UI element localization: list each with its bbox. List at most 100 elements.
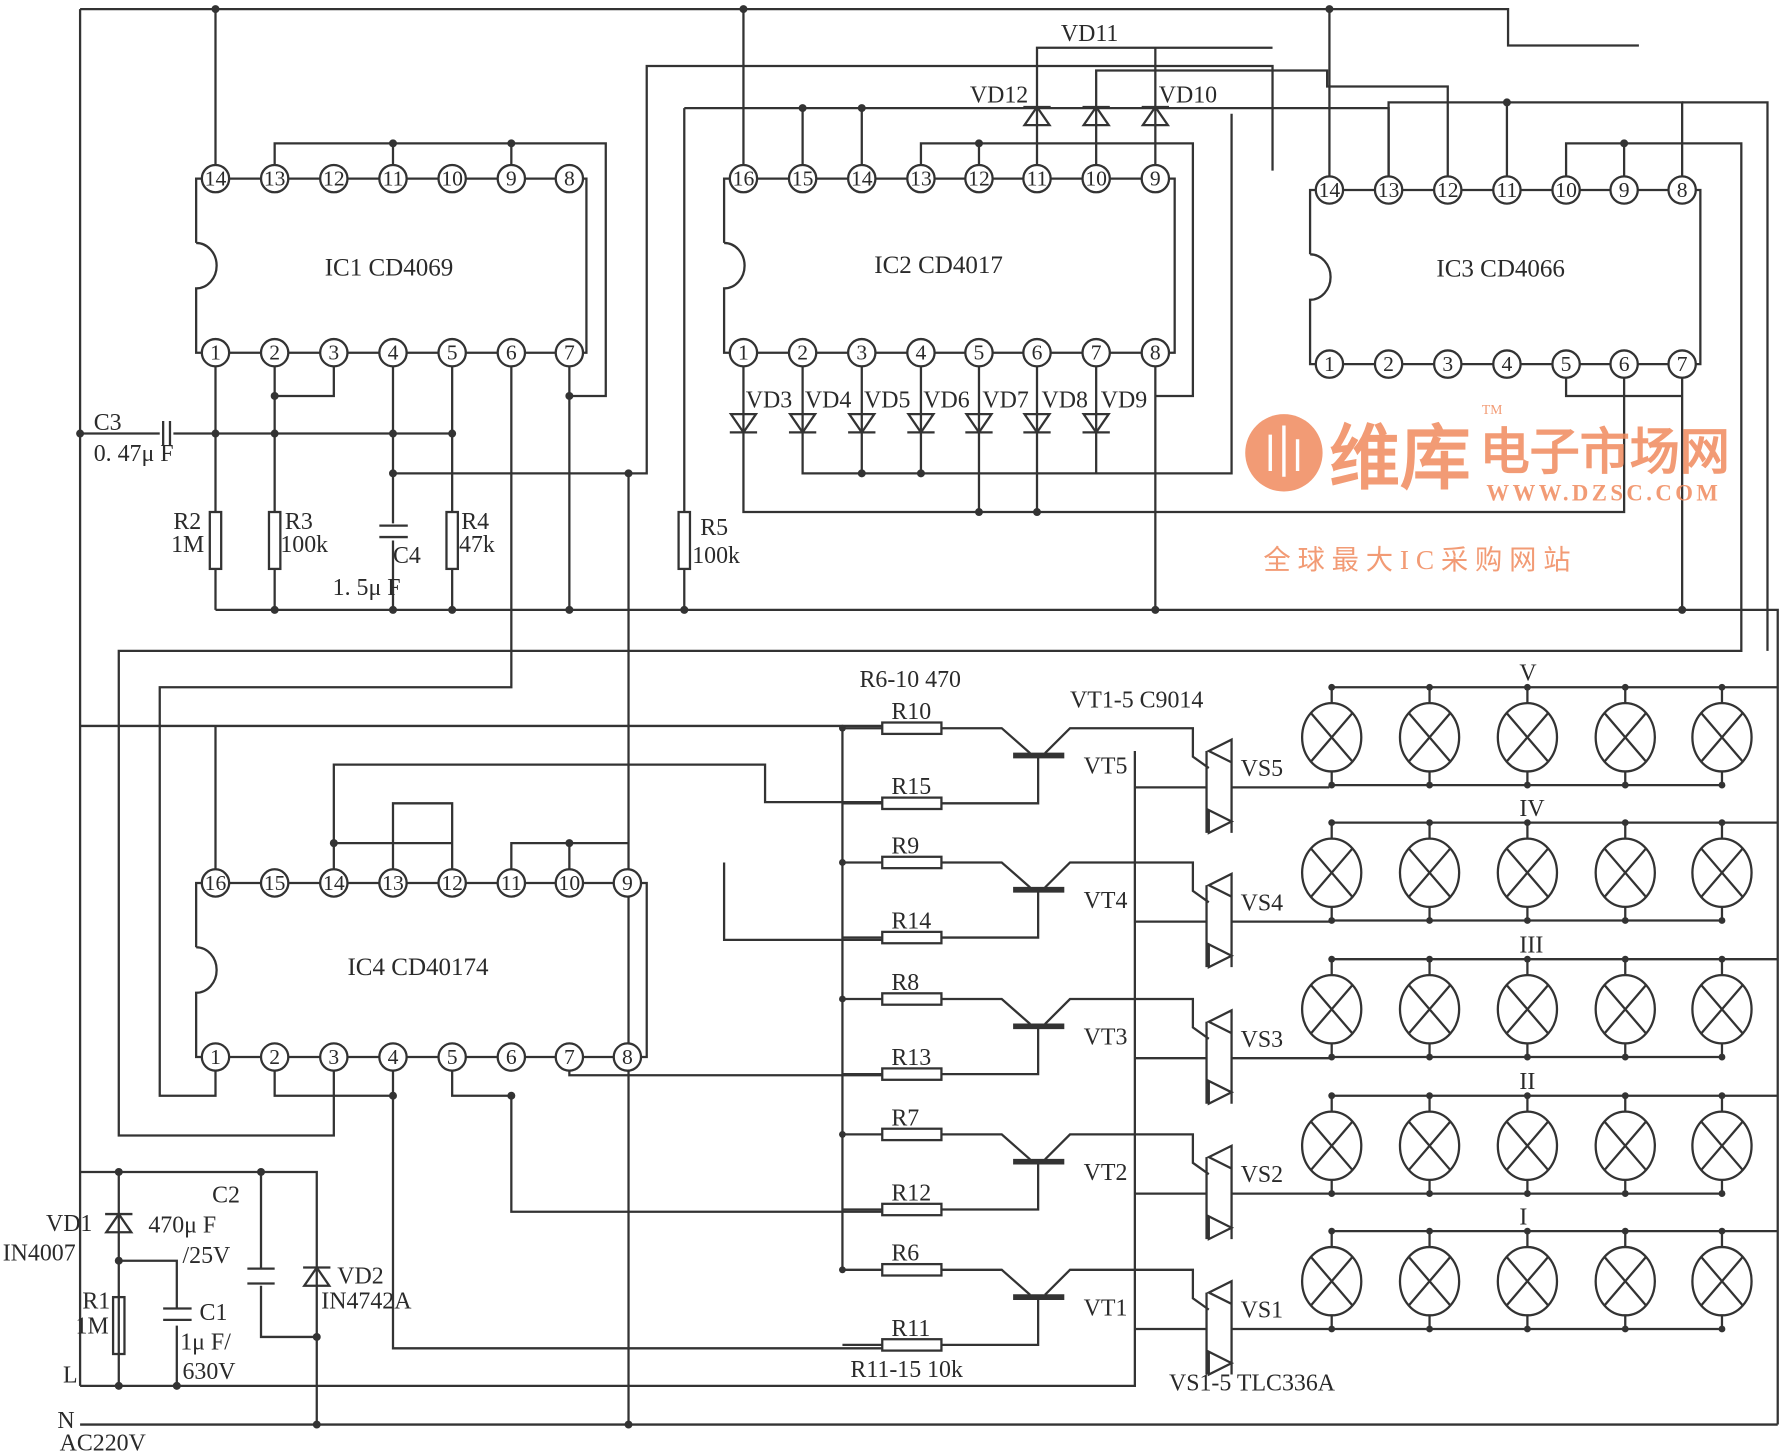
lamp-bulb xyxy=(1496,1110,1559,1182)
lamp-cross xyxy=(1700,1121,1744,1171)
junction-dot xyxy=(857,469,866,478)
ic1-pin-1: 1 xyxy=(210,341,221,365)
ic2-pin-circle xyxy=(1022,337,1052,368)
diode-vd8 xyxy=(1022,413,1052,435)
lamp-icon xyxy=(1398,1092,1461,1197)
ic4-pin-13: 13 xyxy=(382,871,404,895)
ic1-pin-14: 14 xyxy=(205,167,227,191)
junction-dot xyxy=(1621,1053,1629,1061)
junction-dot xyxy=(114,1256,123,1265)
label-r15: R15 xyxy=(891,774,931,800)
r4-resistor xyxy=(445,510,459,571)
ic4-pin-2: 2 xyxy=(269,1045,280,1069)
ic2-pin-13: 13 xyxy=(910,167,932,191)
lamp-icon xyxy=(1594,683,1656,789)
junction-dot xyxy=(389,1091,397,1100)
ic2-pin-2: 2 xyxy=(797,341,808,365)
ic2-pin-circle xyxy=(1081,337,1111,368)
lamp-bulb xyxy=(1594,973,1656,1045)
ic4-pin-8: 8 xyxy=(622,1045,633,1069)
junction-dot xyxy=(1523,683,1531,691)
diode-vd1 xyxy=(104,1212,134,1234)
ic3-pin-circle xyxy=(1492,175,1522,205)
ic4-pin-circle xyxy=(496,868,527,898)
junction-dot xyxy=(839,724,846,732)
junction-dot xyxy=(1426,1227,1433,1235)
lamp-cross xyxy=(1506,712,1549,762)
label-r4: R4 xyxy=(461,509,489,535)
label-c1-value: 1μ F/ xyxy=(180,1329,231,1355)
ic4-pin-circle xyxy=(612,1042,643,1072)
ic1-pin-4: 4 xyxy=(388,341,399,365)
r3-resistor xyxy=(267,510,282,571)
lamp-bus xyxy=(1329,821,1778,922)
ic4-pin-4: 4 xyxy=(388,1045,399,1069)
label-vt2: VT2 xyxy=(1084,1160,1128,1186)
ic4-pin-circle xyxy=(496,1042,527,1072)
junction-dot xyxy=(1621,1227,1629,1235)
junction-dot xyxy=(172,1381,181,1390)
lamp-bulb xyxy=(1398,837,1461,908)
triac-vs5 xyxy=(1134,737,1330,835)
junction-dot xyxy=(1426,1325,1433,1333)
label-vd10: VD10 xyxy=(1159,82,1217,108)
watermark: 维库电子市场网TMWWW.DZSC.COM全 球 最 大 I C 采 购 网 站 xyxy=(1245,402,1730,575)
label-r12: R12 xyxy=(891,1180,931,1206)
lamp-icon xyxy=(1594,819,1656,924)
resistor-r12 xyxy=(881,1202,943,1217)
junction-dot xyxy=(1718,819,1726,827)
ic4-pin-circle xyxy=(437,868,467,898)
label-r8: R8 xyxy=(891,970,919,996)
lamp-cross xyxy=(1603,1256,1647,1306)
diode-vd10 xyxy=(1140,104,1171,127)
lamp-bus xyxy=(1329,686,1778,787)
lamp-bulb xyxy=(1594,837,1656,908)
ic2-pin-circle xyxy=(787,337,818,368)
junction-dot xyxy=(1328,1053,1336,1061)
label-r3-value: 100k xyxy=(280,532,328,558)
lamp-icon xyxy=(1496,955,1559,1061)
ic4-pin-6: 6 xyxy=(506,1045,517,1069)
lamp-cross xyxy=(1603,984,1647,1034)
watermark-line1: 电子市场网 xyxy=(1480,424,1730,480)
lamp-bus xyxy=(1329,1094,1778,1195)
ic2-pin-circle xyxy=(846,163,877,194)
lamp-row-label-v: V xyxy=(1519,660,1536,686)
resistor-r10 xyxy=(881,721,943,736)
label-vd2-value: IN4742A xyxy=(321,1288,412,1314)
diode-vd5 xyxy=(847,413,877,435)
junction-dot xyxy=(1328,1092,1336,1100)
ic3-pin-8: 8 xyxy=(1677,178,1688,202)
ic2-label: IC2 CD4017 xyxy=(874,252,1003,279)
ic2-pin-6: 6 xyxy=(1032,341,1043,365)
lamp-icon xyxy=(1496,1092,1559,1197)
lamp-icon xyxy=(1594,1092,1656,1197)
ic4-pin-14: 14 xyxy=(323,871,345,895)
lamp-icon xyxy=(1691,1092,1753,1197)
label-r10: R10 xyxy=(891,699,931,725)
junction-dot xyxy=(1325,5,1334,14)
junction-dot xyxy=(1523,1190,1531,1197)
ic3-pin-14: 14 xyxy=(1319,178,1341,202)
junction-dot xyxy=(448,429,457,438)
resistor-r9 xyxy=(881,855,943,870)
junction-dot xyxy=(329,839,338,848)
lamp-icon xyxy=(1691,819,1753,924)
lamp-icon xyxy=(1496,683,1559,789)
junction-dot xyxy=(1621,955,1629,963)
junction-dot xyxy=(1621,781,1629,789)
resistor-r6 xyxy=(881,1262,943,1277)
components xyxy=(104,104,1171,1356)
watermark-brand: 维库 xyxy=(1329,420,1470,498)
ic3-pin-circle xyxy=(1314,349,1345,379)
junction-dot xyxy=(507,139,516,148)
lamp-cross xyxy=(1506,1256,1549,1306)
junction-dot xyxy=(974,508,983,517)
ic1-pin-circle xyxy=(437,163,467,194)
label-r5: R5 xyxy=(700,515,728,541)
lamp-bulb xyxy=(1300,1245,1363,1317)
junction-dot xyxy=(1621,917,1629,924)
junction-dot xyxy=(1523,955,1531,963)
triac-vs4 xyxy=(1134,872,1330,969)
